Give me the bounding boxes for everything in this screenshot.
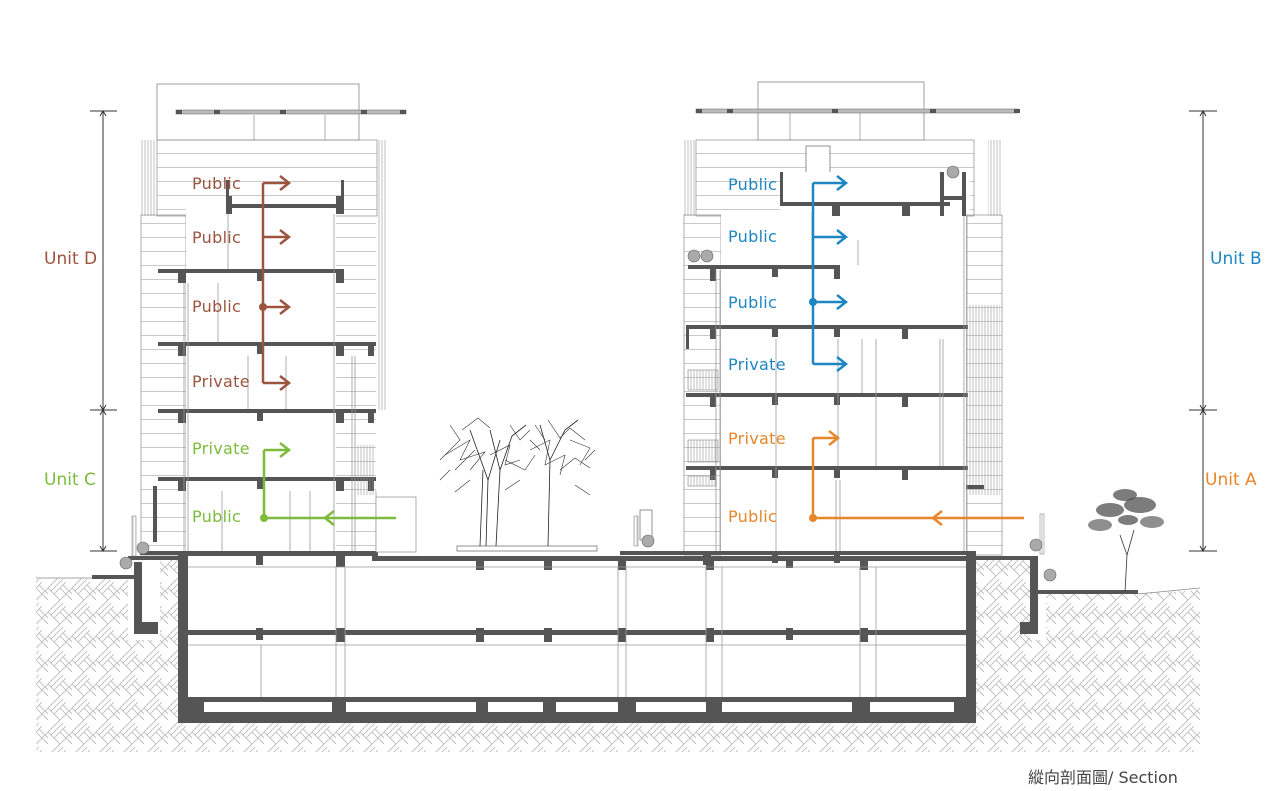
unit-c-space-label: Private	[192, 439, 250, 458]
unit-a-space-label: Private	[728, 429, 786, 448]
landscape-tree	[1088, 489, 1164, 593]
unit-b-label: Unit B	[1210, 249, 1262, 269]
unit-b-space-label: Private	[728, 355, 786, 374]
unit-b-space-label: Public	[728, 293, 778, 312]
unit-d-space-label: Public	[192, 174, 242, 193]
courtyard-trees	[439, 417, 598, 552]
unit-d-space-label: Private	[192, 372, 250, 391]
unit-b-space-label: Public	[728, 175, 778, 194]
unit-b-circulation	[809, 175, 849, 372]
unit-a-space-label: Public	[728, 507, 778, 526]
right-building	[620, 81, 1057, 582]
unit-a-label: Unit A	[1205, 470, 1257, 490]
ground-hatch	[36, 556, 1200, 752]
unit-b-space-label: Public	[728, 227, 778, 246]
unit-c-circulation	[260, 442, 396, 526]
unit-d-label: Unit D	[44, 249, 98, 269]
unit-c-label: Unit C	[44, 470, 96, 490]
unit-c-space-label: Public	[192, 507, 242, 526]
drawing-caption: 縱向剖面圖/ Section	[1028, 768, 1178, 787]
unit-d-circulation	[259, 175, 292, 391]
unit-a-circulation	[809, 430, 1024, 526]
unit-d-space-label: Public	[192, 297, 242, 316]
unit-d-space-label: Public	[192, 228, 242, 247]
dimension-lines	[90, 110, 1217, 552]
basement-structure	[36, 551, 1201, 723]
left-building	[119, 83, 417, 570]
